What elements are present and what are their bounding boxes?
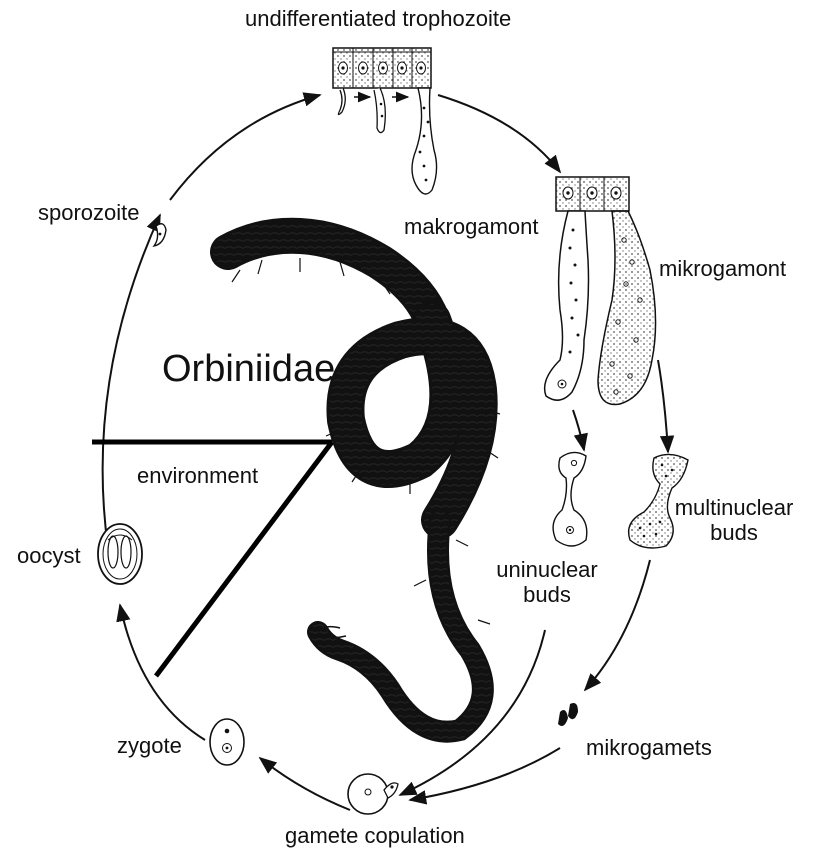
oocyst-label: oocyst <box>17 543 81 568</box>
gamont-host-cells <box>556 177 629 211</box>
environment-label: environment <box>137 463 258 488</box>
zygote-label: zygote <box>117 733 182 758</box>
mikrogamets-label: mikrogamets <box>586 735 712 760</box>
sporozoite-label: sporozoite <box>38 200 140 225</box>
arrow-trophozoite-to-gamonts <box>438 95 560 172</box>
arrow-makrogamont-to-uninuclear <box>573 410 584 450</box>
multinuclear-buds-label: multinuclear buds <box>664 495 804 546</box>
orbiniidae-worm-illustration <box>228 236 500 732</box>
arrow-mikrogamets-to-copulation <box>410 748 560 800</box>
makrogamont-label: makrogamont <box>404 214 539 239</box>
arrow-copulation-to-zygote <box>260 758 350 810</box>
makrogamont-illustration <box>545 211 589 400</box>
oocyst-illustration <box>98 524 142 584</box>
mikrogamont-label: mikrogamont <box>659 256 786 281</box>
gamete-copulation-label: gamete copulation <box>285 823 465 848</box>
arrow-sporozoite-to-trophozoite <box>170 95 320 200</box>
undifferentiated-trophozoite-label: undifferentiated trophozoite <box>245 6 511 31</box>
mikrogamont-illustration <box>598 211 656 405</box>
trophozoite-illustration <box>333 48 437 194</box>
uninuclear-buds-label: uninuclear buds <box>487 557 607 608</box>
gamete-copulation-illustration <box>348 774 398 814</box>
arrow-oocyst-to-sporozoite <box>103 215 160 548</box>
zygote-illustration <box>210 719 244 765</box>
sporozoite-illustration <box>154 224 166 246</box>
uninuclear-buds-illustration <box>553 452 587 546</box>
host-name-label: Orbiniidae <box>162 348 335 392</box>
arrow-mikrogamont-to-multinuclear <box>658 360 668 452</box>
mikrogamets-illustration <box>558 703 578 726</box>
